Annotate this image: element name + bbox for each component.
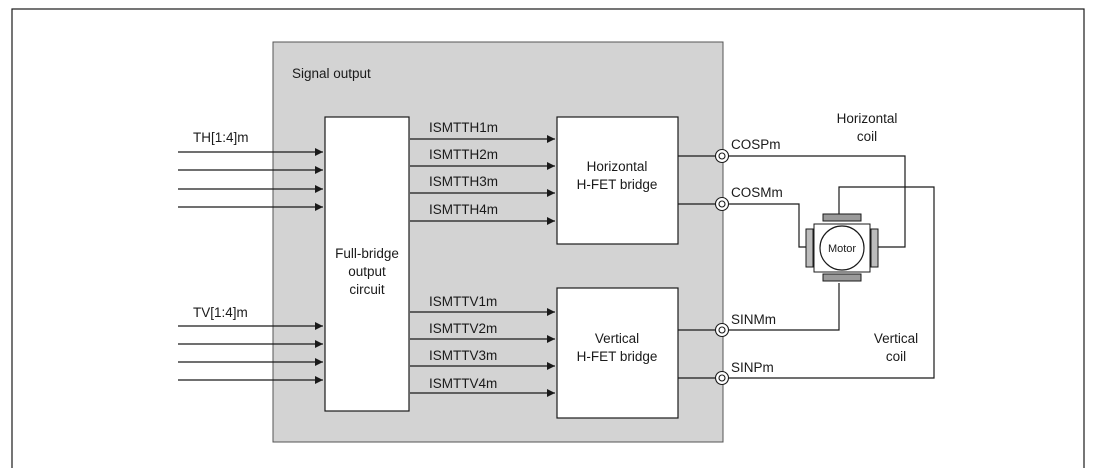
sinm-terminal — [714, 322, 730, 338]
sinp-label: SINPm — [731, 360, 774, 375]
ismttv4m-label: ISMTTV4m — [429, 376, 497, 391]
motor-label: Motor — [828, 243, 856, 255]
cosp-wire — [729, 155, 906, 248]
horizontal-bridge-label-1: Horizontal — [587, 159, 648, 174]
ismttv3m-label: ISMTTV3m — [429, 348, 497, 363]
cosm-wire — [729, 203, 806, 248]
full-bridge-label-3: circuit — [349, 282, 385, 297]
ismttv1m-label: ISMTTV1m — [429, 294, 497, 309]
ismtth2m-label: ISMTTH2m — [429, 147, 498, 162]
cosp-label: COSPm — [731, 137, 781, 152]
tv-input-label: TV[1:4]m — [193, 305, 248, 320]
vertical-coil-label-1: Vertical — [874, 331, 918, 346]
sinp-wire — [729, 186, 935, 379]
cosm-label: COSMm — [731, 185, 783, 200]
ismtth4m-label: ISMTTH4m — [429, 202, 498, 217]
vertical-coil-label-2: coil — [886, 349, 906, 364]
left-coil — [805, 228, 814, 268]
vertical-bridge-box — [556, 287, 679, 419]
sinp-terminal — [714, 370, 730, 386]
cosm-terminal — [714, 196, 730, 212]
bottom-coil — [822, 273, 862, 282]
full-bridge-box — [324, 116, 410, 412]
horizontal-bridge-label-2: H-FET bridge — [577, 177, 658, 192]
full-bridge-label-2: output — [348, 264, 386, 279]
ismtth1m-label: ISMTTH1m — [429, 120, 498, 135]
vertical-bridge-label-1: Vertical — [595, 331, 639, 346]
ismtth3m-label: ISMTTH3m — [429, 174, 498, 189]
sinm-label: SINMm — [731, 312, 776, 327]
horizontal-coil-label-1: Horizontal — [837, 111, 898, 126]
horizontal-bridge-box — [556, 116, 679, 245]
cosp-terminal — [714, 148, 730, 164]
full-bridge-label-1: Full-bridge — [335, 246, 399, 261]
right-coil — [870, 228, 879, 268]
vertical-bridge-label-2: H-FET bridge — [577, 349, 658, 364]
sinm-wire — [729, 283, 840, 331]
panel-title: Signal output — [292, 66, 371, 81]
motor-rotor — [819, 225, 865, 271]
top-coil — [822, 213, 862, 222]
ismttv2m-label: ISMTTV2m — [429, 321, 497, 336]
horizontal-coil-label-2: coil — [857, 129, 877, 144]
th-input-label: TH[1:4]m — [193, 130, 249, 145]
motor: Motor — [805, 213, 879, 282]
